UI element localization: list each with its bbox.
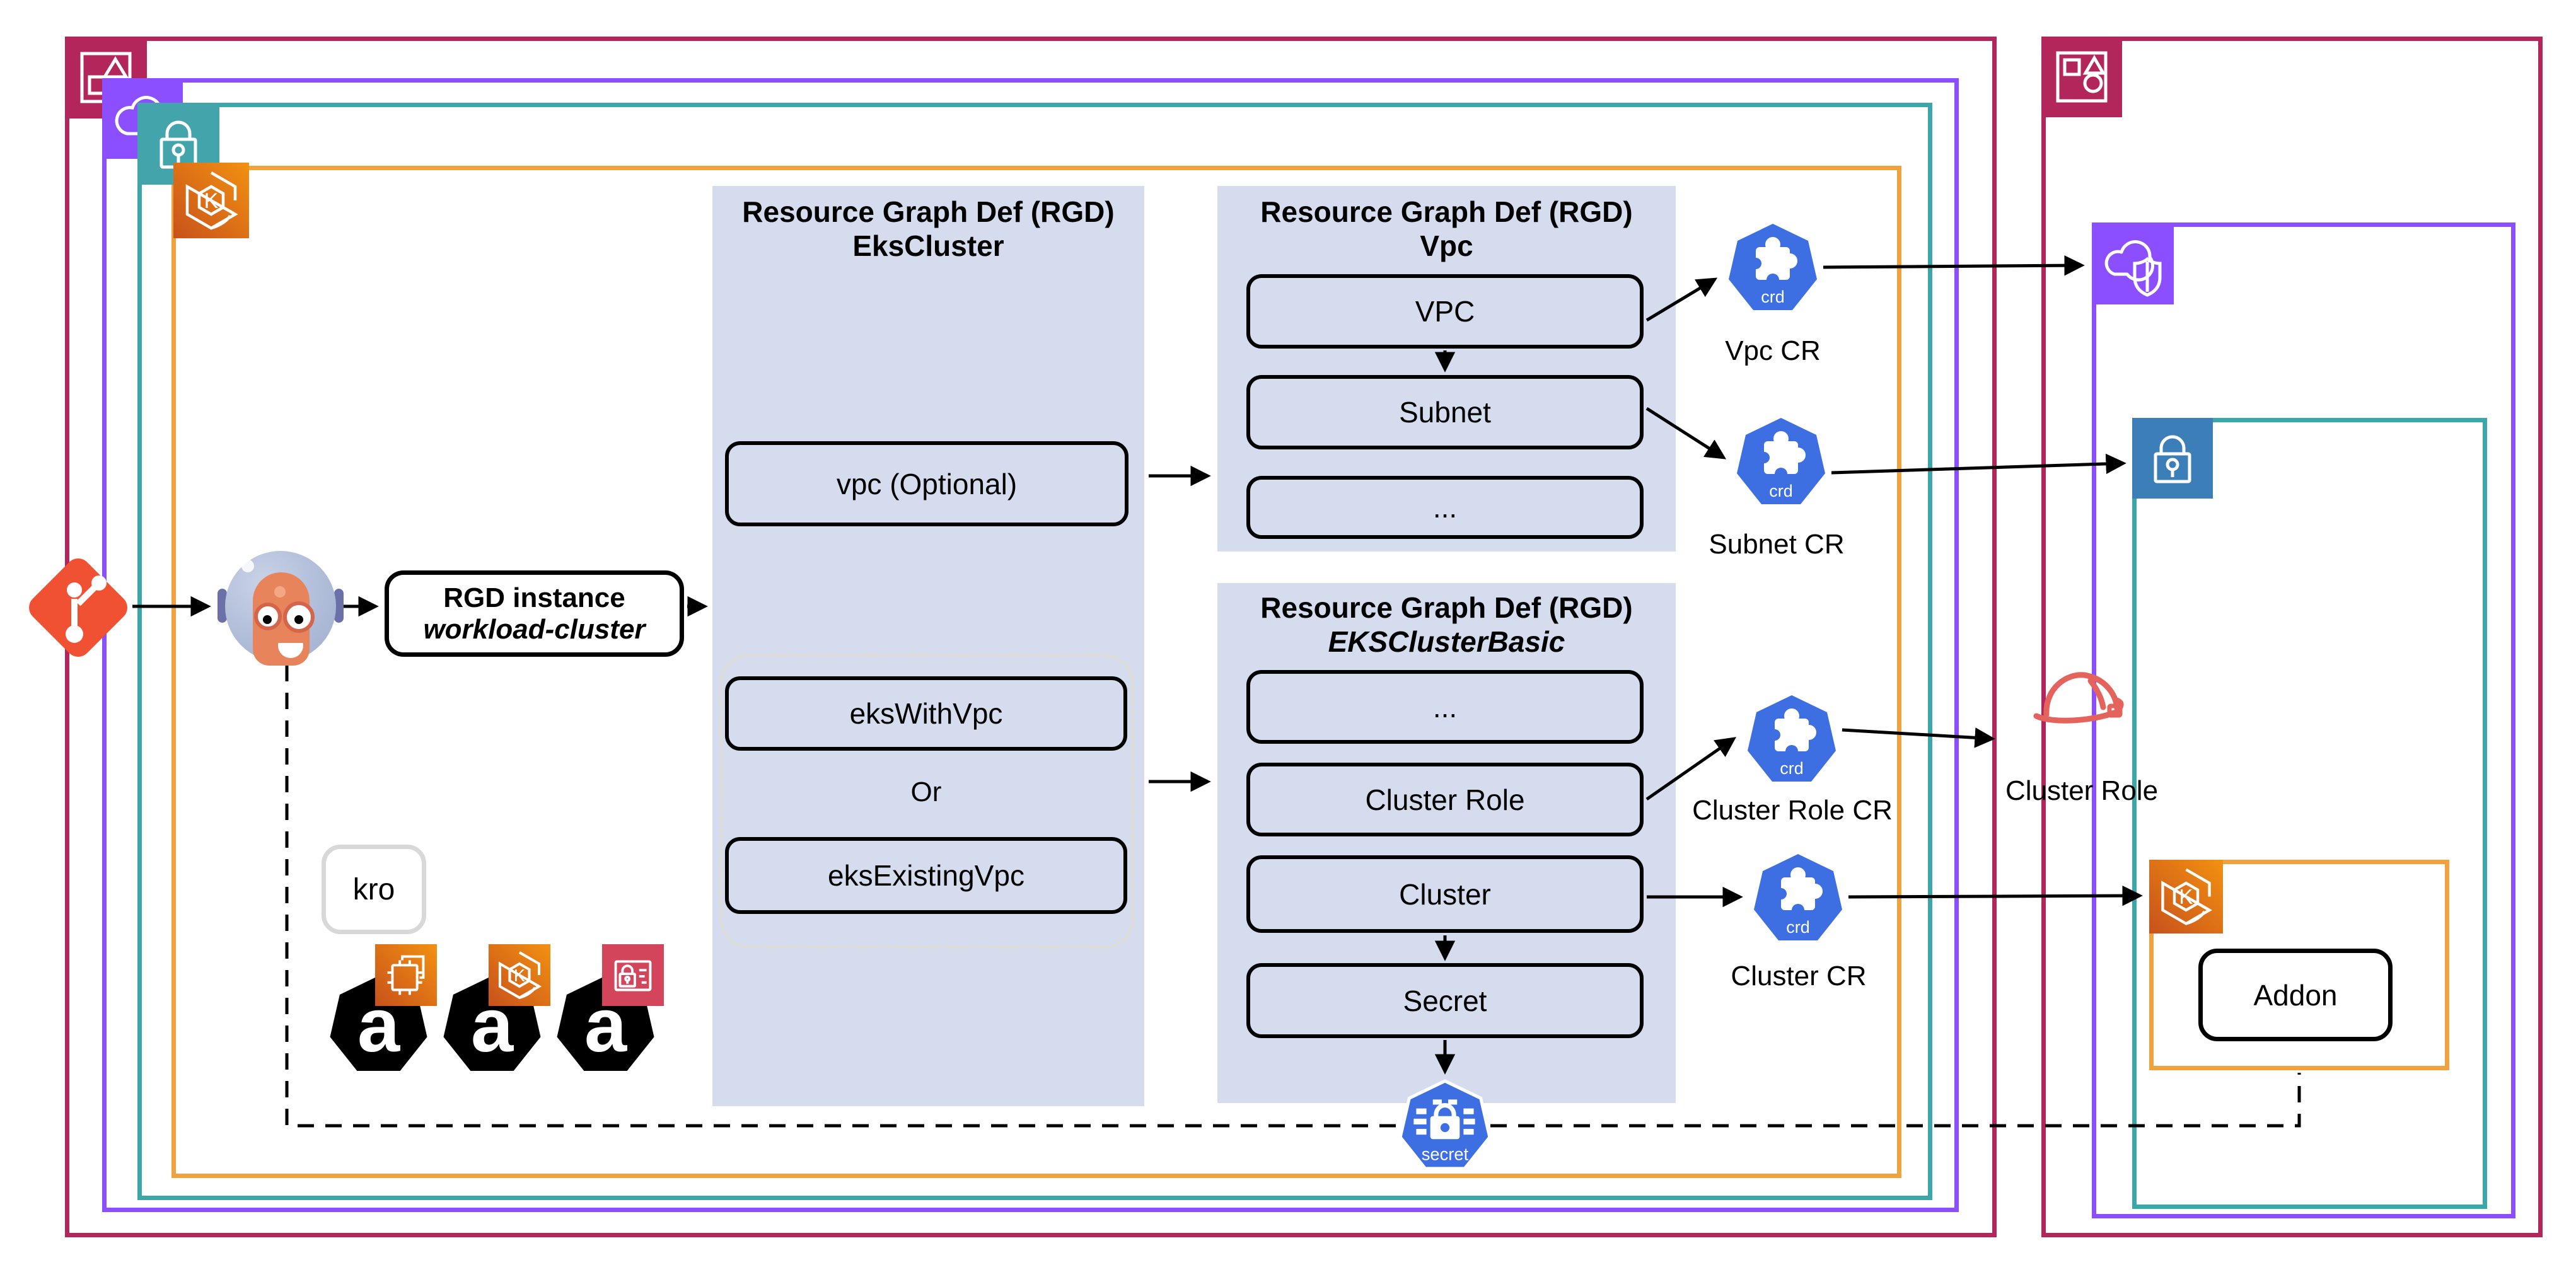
left-teal-group-border <box>137 103 1932 1200</box>
crd-label: crd <box>1769 482 1793 500</box>
cluster-role-label: Cluster Role <box>2005 775 2159 806</box>
or-label: Or <box>910 777 942 807</box>
git-icon <box>23 553 133 662</box>
vpc-cr-label: Vpc CR <box>1725 335 1821 366</box>
eksclusterbasic-panel-title-line1: Resource Graph Def (RGD) <box>1260 591 1633 624</box>
eks-addon-group-icon: K <box>2149 860 2223 933</box>
vpc-optional-node: vpc (Optional) <box>725 441 1128 526</box>
vpc-crd-icon: crd <box>1726 222 1820 316</box>
right-orange-group-border <box>2149 860 2449 1070</box>
rgd-instance-title: RGD instance <box>443 582 625 613</box>
rgd-instance-subtitle: workload-cluster <box>423 613 646 645</box>
cluster-crd-icon: crd <box>1751 852 1845 947</box>
cluster-role-crd-icon: crd <box>1744 693 1839 788</box>
dashed-reconcile-path <box>285 665 2301 1128</box>
vpc-ellipsis-node: ... <box>1246 476 1644 539</box>
vpc-choice-dashed-group <box>720 654 1134 948</box>
crd-label: crd <box>1761 287 1785 306</box>
vpc-node: VPC <box>1246 274 1644 349</box>
eks-cluster-icon: K <box>173 163 249 238</box>
panel-rgd-ekscluster <box>712 186 1144 1106</box>
arrow-clusterrolebox-to-clusterrolecr <box>1645 737 1737 801</box>
subnet-crd-icon: crd <box>1734 416 1828 511</box>
arrow-subnetcr-to-right-subnet <box>1831 453 2126 475</box>
subnet-node: Subnet <box>1246 375 1644 449</box>
kro-robot-icon <box>218 551 344 666</box>
rgd-instance-node: RGD instance workload-cluster <box>385 570 684 657</box>
left-orange-group-border <box>171 166 1901 1178</box>
iam-identity-icon <box>602 944 664 1006</box>
lock-blue-subnet-icon <box>2132 418 2213 499</box>
ec2-chip-icon <box>375 944 437 1006</box>
panel-rgd-eksclusterbasic <box>1217 583 1676 1103</box>
secret-label: secret <box>1422 1145 1469 1164</box>
secret-node: Secret <box>1246 963 1644 1038</box>
secret-icon: secret <box>1397 1079 1493 1175</box>
crd-label: crd <box>1786 918 1810 937</box>
ekscluster-panel-title-line2: EksCluster <box>852 229 1004 262</box>
cluster-node: Cluster <box>1246 855 1644 933</box>
eks-with-vpc-node: eksWithVpc <box>725 676 1127 751</box>
addon-node: Addon <box>2198 949 2393 1041</box>
cluster-role-node: Cluster Role <box>1246 763 1644 836</box>
eks-existing-vpc-node: eksExistingVpc <box>725 837 1127 914</box>
svg-text:K: K <box>204 189 219 213</box>
arrow-vpccr-to-right-vpc <box>1823 255 2085 276</box>
ekscluster-panel-title-line1: Resource Graph Def (RGD) <box>742 195 1115 228</box>
arrow-clustercr-to-right-eks <box>1848 885 2143 906</box>
crd-label: crd <box>1780 759 1804 778</box>
shapes-square-triangle-circle-icon <box>2041 37 2122 117</box>
svg-text:K: K <box>514 966 526 985</box>
kro-node: kro <box>322 845 426 934</box>
cluster-role-hat-icon <box>2031 661 2132 739</box>
cluster-cr-label: Cluster CR <box>1731 961 1867 991</box>
arrow-clusterrolecr-to-clusterrole <box>1842 727 1995 748</box>
right-teal-group-border <box>2132 418 2487 1209</box>
arrow-subnetbox-to-subnetcr <box>1645 407 1727 459</box>
arrow-vpcbox-to-vpccr <box>1645 277 1718 322</box>
vpc-panel-title-line1: Resource Graph Def (RGD) <box>1260 195 1633 228</box>
right-maroon-group-border <box>2041 37 2543 1237</box>
cloud-shield-icon <box>2092 222 2174 304</box>
eks-mini-icon: K <box>489 944 550 1006</box>
left-purple-group-border <box>102 78 1959 1212</box>
basic-ellipsis-node: ... <box>1246 670 1644 744</box>
cluster-role-cr-label: Cluster Role CR <box>1692 795 1893 826</box>
eksclusterbasic-panel-title-line2: EKSClusterBasic <box>1328 625 1565 658</box>
vpc-panel-title-line2: Vpc <box>1420 229 1473 262</box>
subnet-cr-label: Subnet CR <box>1709 529 1845 560</box>
svg-text:K: K <box>2179 886 2193 909</box>
